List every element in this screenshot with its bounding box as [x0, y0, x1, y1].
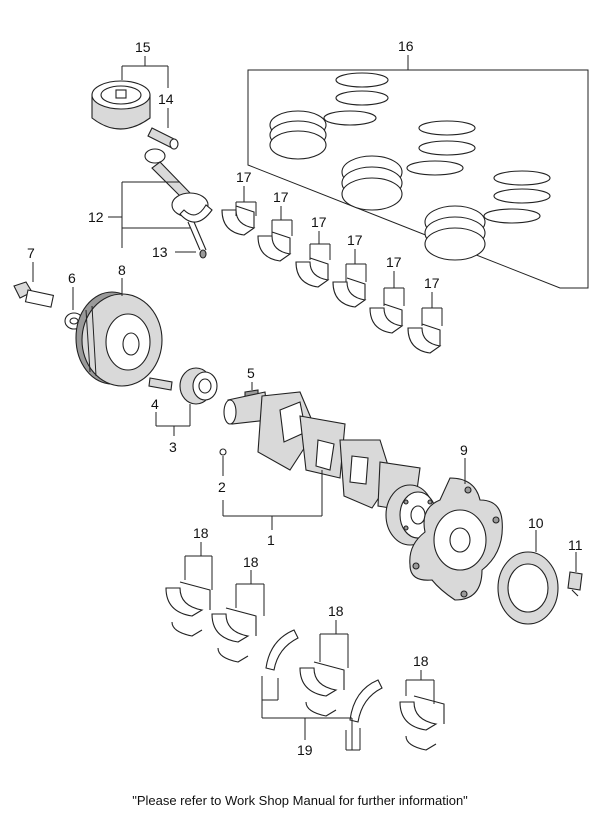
callout-7: 7 — [27, 245, 35, 261]
callout-1: 1 — [267, 532, 275, 548]
callout-14: 14 — [158, 91, 174, 107]
crank-sprocket — [179, 367, 218, 405]
callout-10: 10 — [528, 515, 544, 531]
callout-18: 18 — [328, 603, 344, 619]
adapter-plate — [497, 551, 559, 625]
footer-note: "Please refer to Work Shop Manual for fu… — [132, 793, 468, 808]
callout-labels: 15 14 16 12 13 17 17 17 17 17 17 7 6 8 5… — [27, 38, 583, 758]
connecting-rod — [144, 148, 213, 259]
oil-plug — [219, 448, 227, 456]
piston — [91, 80, 151, 130]
callout-8: 8 — [118, 262, 126, 278]
piston-rings-group — [247, 55, 589, 289]
callout-17: 17 — [347, 232, 363, 248]
callout-17: 17 — [386, 254, 402, 270]
callout-9: 9 — [460, 442, 468, 458]
piston-ring-set-2 — [341, 120, 476, 211]
callout-17: 17 — [311, 214, 327, 230]
piston-ring-set-3 — [424, 170, 551, 261]
woodruff-key — [148, 377, 173, 391]
callout-17: 17 — [424, 275, 440, 291]
callout-12: 12 — [88, 209, 104, 225]
callout-18: 18 — [243, 554, 259, 570]
callout-19: 19 — [297, 742, 313, 758]
conrod-bearing-leaders — [235, 186, 443, 326]
callout-15: 15 — [135, 39, 151, 55]
thrust-washers — [265, 629, 383, 723]
callout-4: 4 — [151, 396, 159, 412]
damper-pulley — [75, 291, 163, 387]
plate-bolt — [567, 571, 583, 597]
main-bearing-leaders — [184, 542, 435, 704]
callout-5: 5 — [247, 365, 255, 381]
piston-pin — [147, 127, 179, 150]
callout-17: 17 — [273, 189, 289, 205]
callout-18: 18 — [193, 525, 209, 541]
callout-2: 2 — [218, 479, 226, 495]
callout-3: 3 — [169, 439, 177, 455]
pulley-bolt — [13, 281, 55, 308]
callout-11: 11 — [568, 537, 583, 553]
callout-17: 17 — [236, 169, 252, 185]
conrod-bearings — [221, 205, 442, 354]
callout-16: 16 — [398, 38, 414, 54]
callout-13: 13 — [152, 244, 168, 260]
crankshaft — [223, 391, 437, 546]
piston-ring-set-1 — [269, 72, 389, 160]
callout-6: 6 — [68, 270, 76, 286]
main-bearings — [165, 581, 445, 751]
drive-plate — [409, 477, 503, 601]
callout-18: 18 — [413, 653, 429, 669]
